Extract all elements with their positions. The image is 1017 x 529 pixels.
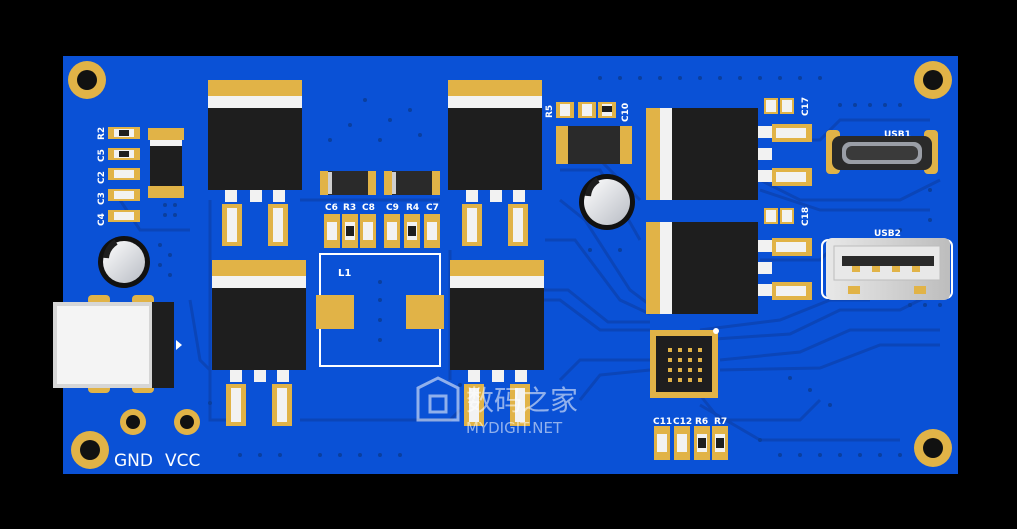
label-c12: C12 [673,417,692,427]
mounting-holes [68,61,952,469]
watermark: 数码之家 MYDIGIT.NET [416,376,578,437]
watermark-logo-icon [416,376,460,422]
usb-c-connector: USB1 [826,130,938,174]
label-c9: C9 [386,203,399,213]
watermark-brand: 数码之家 [466,384,578,417]
label-c7: C7 [426,203,439,213]
mosfet-right-bottom [646,222,812,314]
label-c3: C3 [97,192,107,205]
label-c8: C8 [362,203,375,213]
inductor-l1: L1 [316,253,444,367]
label-r2: R2 [97,127,107,140]
label-c5: C5 [97,149,107,162]
label-c18: C18 [801,207,811,226]
power-terminal-labels: GND VCC [114,451,200,471]
mosfet-right-top [646,108,812,200]
label-usb2: USB2 [874,229,901,239]
mosfet-top-middle [448,80,542,246]
label-gnd: GND [114,451,153,471]
mosfet-bottom-middle [450,260,544,426]
upper-right-passives: R5 C10 [545,102,632,164]
label-c11: C11 [653,417,672,427]
label-c6: C6 [325,203,338,213]
left-electrolytic-capacitor [98,236,150,288]
middle-passives [324,214,440,248]
label-l1: L1 [338,268,351,279]
label-r4: R4 [406,203,419,213]
label-vcc: VCC [165,451,200,471]
mcu-labels: C11 C12 R6 R7 [653,417,727,427]
dc-input-connector [53,295,182,393]
watermark-site: MYDIGIT.NET [466,419,563,437]
left-regulator [148,128,184,198]
label-r3: R3 [343,203,356,213]
label-c10: C10 [621,103,631,122]
label-c2: C2 [97,171,107,184]
label-r5: R5 [545,105,555,118]
middle-labels: C6 R3 C8 C9 R4 C7 [325,203,439,213]
power-mosfets [208,80,812,426]
right-electrolytic-capacitor [579,174,635,230]
usb-a-connector: USB2 [821,229,953,300]
label-r6: R6 [695,417,708,427]
usb-decoupling-caps: C17 C18 [764,97,811,226]
mcu-chip [650,328,719,398]
label-c4: C4 [97,213,107,226]
mosfet-bottom-left [212,260,306,426]
left-labels: R2 C5 C2 C3 C4 [97,127,107,226]
vias [158,76,942,457]
label-usb1: USB1 [884,130,911,140]
label-c17: C17 [801,97,811,116]
schottky-diodes [320,171,440,195]
mcu-passives [654,426,728,460]
mosfet-top-left [208,80,302,246]
label-r7: R7 [714,417,727,427]
left-passives [108,127,140,222]
